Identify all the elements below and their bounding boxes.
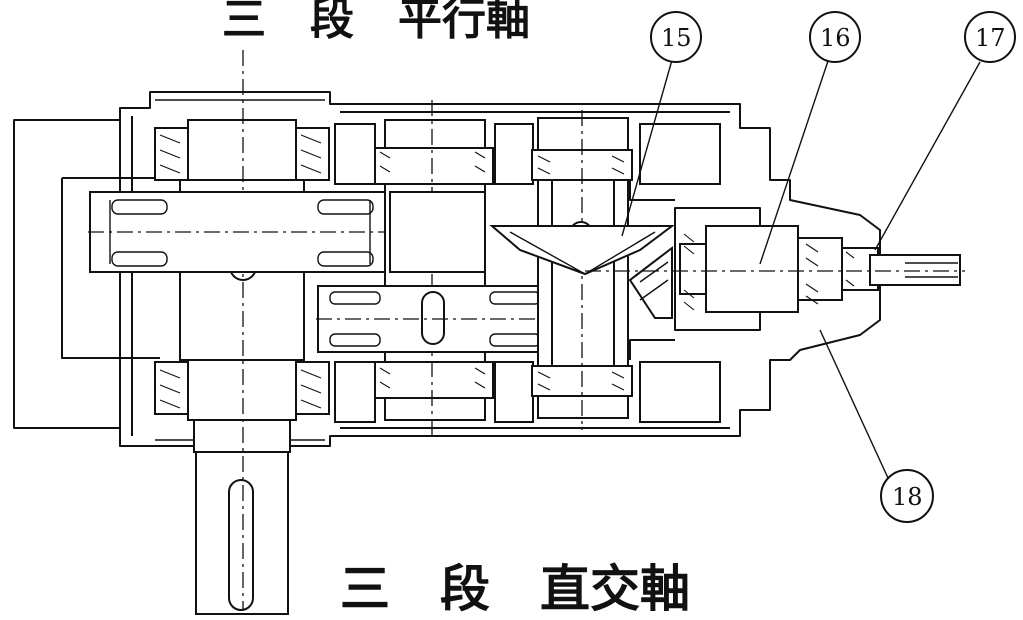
output-shaft	[154, 50, 330, 615]
input-pinion-16	[585, 225, 965, 313]
title-bottom: 三 段 直交軸	[340, 560, 690, 618]
svg-text:17: 17	[975, 24, 1006, 52]
callout-15: 15	[621, 11, 702, 237]
gear-middle	[316, 191, 552, 353]
gear-left	[88, 191, 392, 273]
callout-18: 18	[819, 329, 934, 523]
title-top: 三 段 平行軸	[222, 0, 530, 45]
svg-text:16: 16	[820, 24, 851, 52]
housing	[13, 91, 881, 447]
bevel-gear-15	[489, 225, 675, 319]
callout-16: 16	[759, 11, 861, 265]
bearings-output	[154, 127, 330, 415]
callout-17: 17	[874, 11, 1016, 251]
svg-text:18: 18	[892, 483, 923, 511]
svg-text:15: 15	[661, 24, 692, 52]
